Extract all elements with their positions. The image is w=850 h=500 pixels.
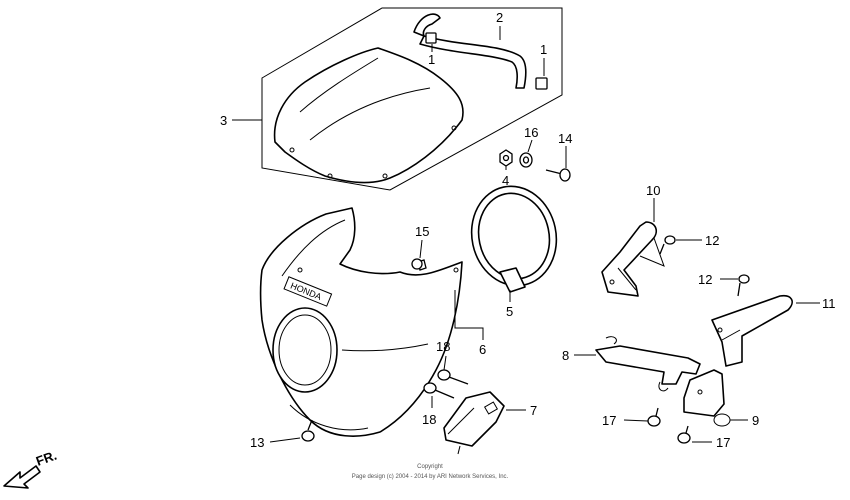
front-direction-indicator: FR. <box>3 448 59 489</box>
label-part-17a: 17 <box>602 413 616 428</box>
windscreen-part[interactable] <box>273 47 464 184</box>
label-part-5: 5 <box>506 304 513 319</box>
label-part-4: 4 <box>502 173 509 188</box>
bracket-part-9[interactable] <box>683 369 731 427</box>
bolt-part-17a[interactable] <box>647 407 661 427</box>
label-part-2: 2 <box>496 10 503 25</box>
headlight-ring-part[interactable] <box>463 178 566 293</box>
screw-part-14[interactable] <box>545 168 571 182</box>
stay-bracket-part-10[interactable] <box>601 221 658 297</box>
label-part-18b: 18 <box>422 412 436 427</box>
clip-nut-left[interactable] <box>425 32 437 44</box>
bolt-part-18b[interactable] <box>423 382 455 399</box>
clip-nut-right[interactable] <box>535 77 548 90</box>
copyright-line-2: Page design (c) 2004 - 2014 by ARI Netwo… <box>352 474 509 480</box>
label-part-12b: 12 <box>698 272 712 287</box>
bolt-part-13[interactable] <box>301 419 315 442</box>
nut-part-4[interactable] <box>499 149 513 167</box>
label-part-9: 9 <box>752 413 759 428</box>
rubber-strip-part[interactable] <box>413 13 527 89</box>
label-part-12a: 12 <box>705 233 719 248</box>
bracket-part-11[interactable] <box>711 294 793 367</box>
label-part-7: 7 <box>530 403 537 418</box>
label-part-11: 11 <box>822 296 836 311</box>
label-part-6: 6 <box>479 342 486 357</box>
windscreen-kit-box <box>261 7 563 191</box>
label-part-16: 16 <box>524 125 538 140</box>
label-part-13: 13 <box>250 435 264 450</box>
bracket-part-7[interactable] <box>443 391 505 447</box>
copyright-line-1: Copyright <box>417 464 443 470</box>
front-label: FR. <box>34 448 59 469</box>
label-part-15: 15 <box>415 224 429 239</box>
label-part-1b: 1 <box>540 42 547 57</box>
bolt-part-18a[interactable] <box>437 369 469 385</box>
label-part-3: 3 <box>220 113 227 128</box>
bolt-part-12a[interactable] <box>659 235 676 255</box>
label-part-1a: 1 <box>428 52 435 67</box>
bracket-part-8[interactable] <box>595 336 701 392</box>
washer-part-16[interactable] <box>519 152 533 168</box>
part-number-labels: 1 1 2 3 4 16 14 15 5 6 10 12 12 11 8 9 7… <box>220 10 836 450</box>
label-part-17b: 17 <box>716 435 730 450</box>
front-arrow-icon <box>3 465 41 489</box>
bolt-part-17b[interactable] <box>677 425 691 444</box>
bolt-part-12b[interactable] <box>737 274 750 297</box>
bolt-part-15[interactable] <box>411 258 427 271</box>
label-part-10: 10 <box>646 183 660 198</box>
label-part-18a: 18 <box>436 339 450 354</box>
cowl-part[interactable]: HONDA <box>259 207 463 437</box>
leader-lines <box>232 26 820 455</box>
label-part-14: 14 <box>558 131 572 146</box>
label-part-8: 8 <box>562 348 569 363</box>
